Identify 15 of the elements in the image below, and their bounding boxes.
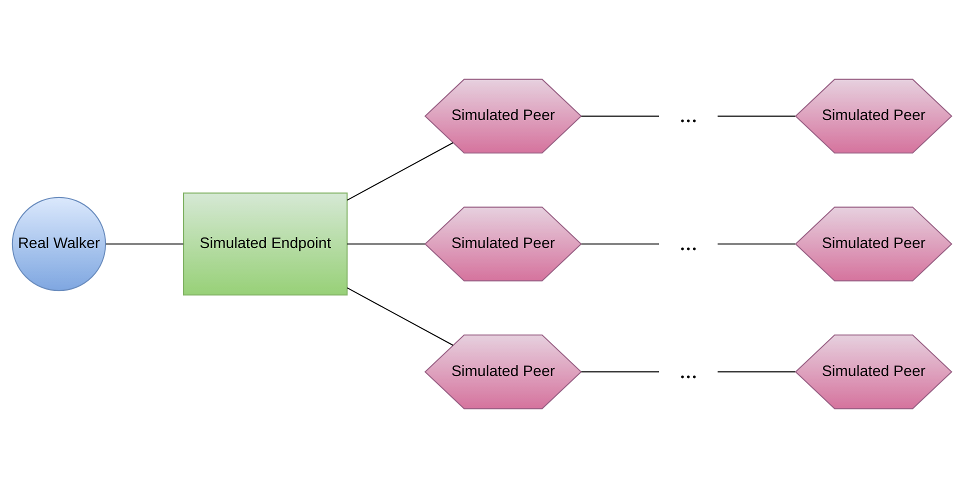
node-text: ... xyxy=(679,102,698,128)
connector xyxy=(718,115,796,116)
node-text: ... xyxy=(679,357,698,384)
connector xyxy=(581,242,660,244)
node-text: ... xyxy=(679,230,698,256)
connector xyxy=(347,242,425,244)
connector xyxy=(106,242,184,244)
connector xyxy=(718,370,796,372)
connector xyxy=(581,115,660,116)
node-box: Simulated Endpoint xyxy=(183,192,348,295)
connector xyxy=(581,370,660,372)
node-circle: Real Walker xyxy=(12,196,106,291)
connector xyxy=(346,142,454,200)
connector xyxy=(718,242,796,244)
connector xyxy=(346,286,454,346)
